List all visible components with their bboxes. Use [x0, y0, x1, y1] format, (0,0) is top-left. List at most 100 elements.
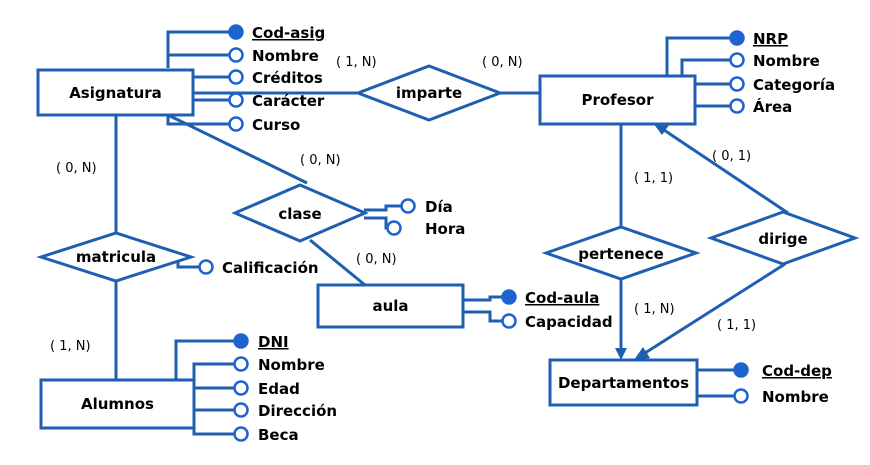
- attribute-cod-aula: Cod-aula: [525, 289, 599, 307]
- entity-box: [548, 358, 699, 407]
- entity-box: [39, 378, 196, 430]
- attribute-nombre: Nombre: [753, 52, 820, 70]
- attribute-cod-dep: Cod-dep: [762, 362, 832, 380]
- cardinality-labels: ( 1, N) ( 0, N) ( 0, N) ( 0, N) ( 0, N) …: [50, 55, 756, 354]
- cardinality-departamentos-pertenece: ( 1, N): [634, 302, 675, 317]
- attribute-categoria: Categoría: [753, 76, 835, 94]
- cardinality-departamentos-dirige: ( 1, 1): [717, 318, 756, 333]
- attributes-departamentos: Cod-dep Nombre: [733, 362, 832, 406]
- attribute-dot: [198, 259, 214, 275]
- relationship-clase[interactable]: clase: [231, 183, 369, 243]
- attribute-dot: [233, 380, 249, 396]
- attribute-dot: [733, 388, 749, 404]
- attributes-alumnos: DNI Nombre Edad Dirección Beca: [233, 333, 337, 444]
- relationship-diamond: [541, 225, 701, 281]
- entity-departamentos[interactable]: Departamentos: [548, 358, 699, 407]
- attributes-clase: Día Hora: [386, 198, 465, 238]
- relationship-matricula[interactable]: matricula: [36, 231, 196, 283]
- attribute-dot: [228, 47, 244, 63]
- cardinality-asignatura-imparte: ( 1, N): [336, 55, 377, 70]
- relationship-label: clase: [278, 205, 321, 223]
- attribute-creditos: Créditos: [252, 69, 323, 87]
- entity-box: [36, 68, 195, 117]
- entity-label: Alumnos: [81, 395, 154, 413]
- attribute-nombre: Nombre: [762, 388, 829, 406]
- relationship-diamond: [353, 64, 505, 122]
- relationship-pertenece[interactable]: pertenece: [541, 225, 701, 281]
- attribute-beca: Beca: [258, 426, 299, 444]
- line-dirige-profesor: [663, 128, 789, 215]
- alumnos-attr-bus: [174, 339, 236, 436]
- attribute-nrp: NRP: [753, 30, 788, 48]
- asignatura-attr-bus: [166, 30, 232, 126]
- cardinality-profesor-dirige: ( 0, 1): [712, 149, 751, 164]
- relationship-label: matricula: [76, 248, 156, 266]
- attribute-nombre: Nombre: [258, 356, 325, 374]
- cardinality-asignatura-clase: ( 0, N): [300, 153, 341, 168]
- key-attribute-dot: [501, 289, 517, 305]
- line-asignatura-clase: [167, 113, 308, 185]
- attribute-dot: [233, 402, 249, 418]
- relationship-diamond: [231, 183, 369, 243]
- cardinality-aula-clase: ( 0, N): [356, 252, 397, 267]
- line-dirige-departamentos: [644, 262, 786, 355]
- attribute-dot: [400, 198, 416, 214]
- cardinality-profesor-pertenece: ( 1, 1): [634, 171, 673, 186]
- attribute-capacidad: Capacidad: [525, 313, 613, 331]
- relationship-imparte[interactable]: imparte: [353, 64, 505, 122]
- cardinality-profesor-imparte: ( 0, N): [482, 55, 523, 70]
- attribute-edad: Edad: [258, 380, 300, 398]
- arrow-departamentos-dirige: [634, 347, 650, 360]
- attribute-cod-asig: Cod-asig: [252, 24, 325, 42]
- key-attribute-dot: [233, 333, 249, 349]
- attribute-dot: [386, 220, 402, 236]
- attribute-dot: [233, 426, 249, 442]
- attribute-dia: Día: [425, 198, 453, 216]
- departamentos-attr-bus: [697, 368, 735, 398]
- relationship-label: dirige: [758, 230, 807, 248]
- attribute-dot: [228, 69, 244, 85]
- relationship-diamond: [706, 210, 860, 266]
- attribute-nombre: Nombre: [252, 47, 319, 65]
- attribute-caracter: Carácter: [252, 92, 325, 110]
- attribute-dot: [501, 313, 517, 329]
- entity-asignatura[interactable]: Asignatura: [36, 68, 195, 117]
- entity-alumnos[interactable]: Alumnos: [39, 378, 196, 430]
- profesor-attr-bus: [665, 36, 733, 108]
- attributes-asignatura: Cod-asig Nombre Créditos Carácter Curso: [228, 24, 325, 134]
- entity-profesor[interactable]: Profesor: [538, 74, 697, 126]
- cardinality-asignatura-matricula: ( 0, N): [56, 161, 97, 176]
- attribute-area: Área: [753, 97, 792, 116]
- aula-attr-bus: [463, 295, 506, 323]
- key-attribute-dot: [733, 362, 749, 378]
- relationship-label: pertenece: [578, 245, 664, 263]
- arrow-departamentos-pertenece: [615, 348, 627, 360]
- entity-label: Departamentos: [558, 374, 689, 392]
- key-attribute-dot: [228, 24, 244, 40]
- attributes-matricula: Calificación: [198, 259, 319, 277]
- entity-label: Asignatura: [69, 84, 162, 102]
- attribute-dot: [729, 76, 745, 92]
- attributes-profesor: NRP Nombre Categoría Área: [729, 30, 835, 116]
- attribute-curso: Curso: [252, 116, 300, 134]
- attribute-dot: [233, 356, 249, 372]
- attribute-dni: DNI: [258, 333, 289, 351]
- key-attribute-dot: [729, 30, 745, 46]
- attribute-direccion: Dirección: [258, 402, 337, 420]
- relationship-diamond: [36, 231, 196, 283]
- attributes-aula: Cod-aula Capacidad: [501, 289, 613, 331]
- cardinality-alumnos-matricula: ( 1, N): [50, 339, 91, 354]
- line-clase-aula: [309, 238, 366, 287]
- attribute-dot: [228, 116, 244, 132]
- entity-aula[interactable]: aula: [316, 283, 465, 329]
- relationship-dirige[interactable]: dirige: [706, 210, 860, 266]
- arrow-profesor-dirige: [653, 123, 669, 135]
- attribute-dot: [228, 92, 244, 108]
- entity-box: [538, 74, 697, 126]
- relationship-label: imparte: [396, 84, 462, 102]
- entity-label: Profesor: [581, 91, 654, 109]
- entity-box: [316, 283, 465, 329]
- attribute-dot: [729, 98, 745, 114]
- attribute-hora: Hora: [425, 220, 465, 238]
